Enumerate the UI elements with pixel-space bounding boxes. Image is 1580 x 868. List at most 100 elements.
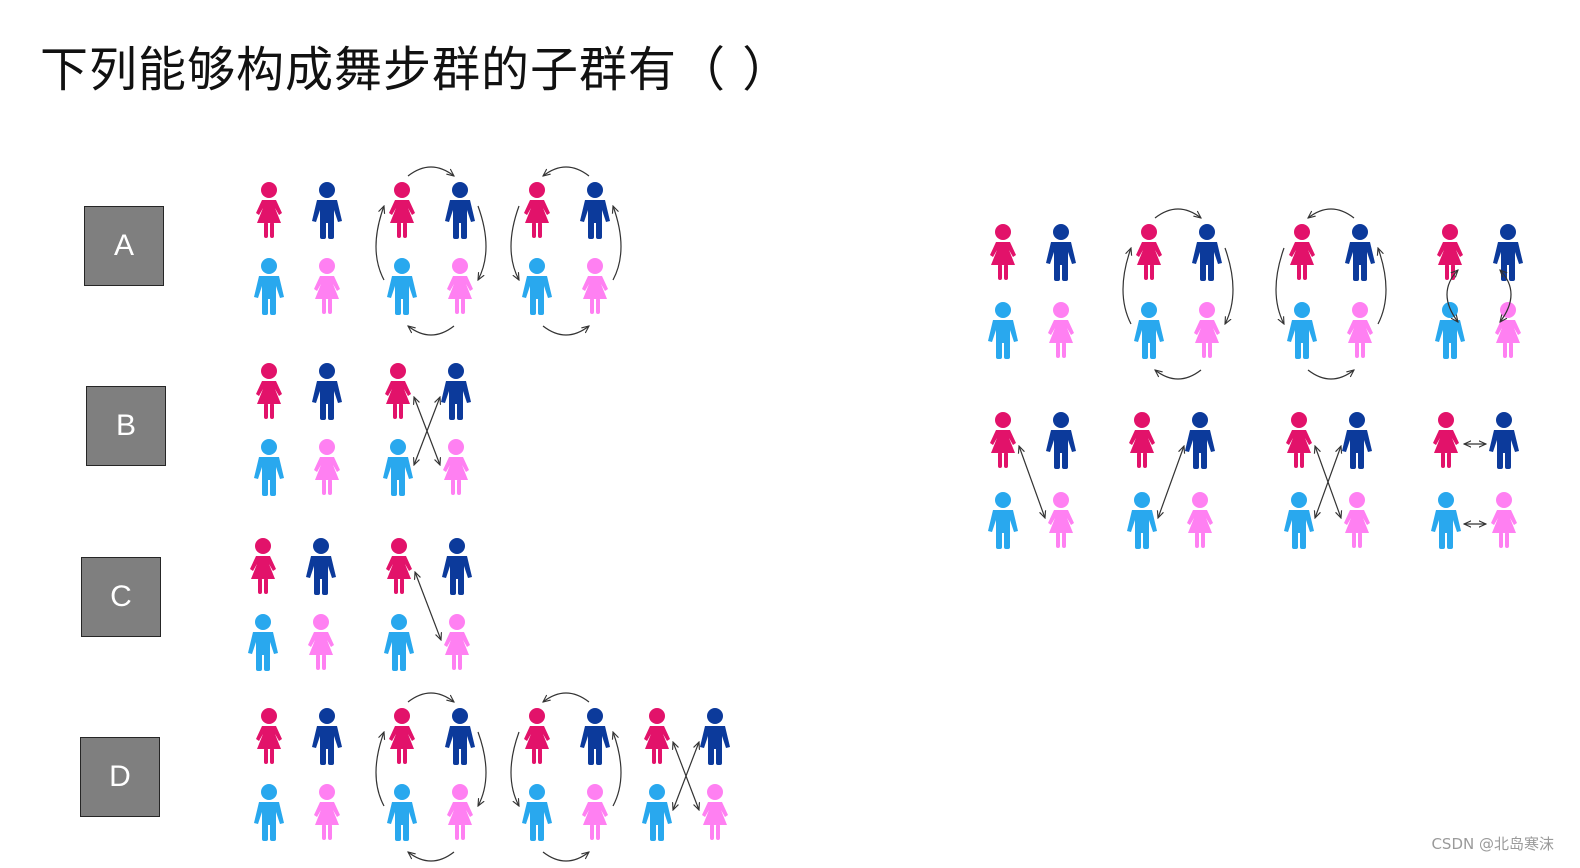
arrow-icon xyxy=(1378,248,1387,325)
arrow-icon xyxy=(414,397,440,465)
woman-pink-icon xyxy=(314,439,340,495)
man-lightblue-icon xyxy=(1127,492,1157,549)
arrow-icon xyxy=(415,572,441,640)
man-navy-icon xyxy=(1345,224,1375,281)
arrow-icon xyxy=(1225,247,1234,324)
arrow-icon xyxy=(1154,208,1201,218)
man-lightblue-icon xyxy=(387,784,417,841)
woman-pink-icon xyxy=(1347,302,1373,358)
woman-red-icon xyxy=(1433,412,1459,468)
arrow-icon xyxy=(1307,370,1354,380)
watermark: CSDN @北岛寒沫 xyxy=(1431,835,1554,853)
man-lightblue-icon xyxy=(254,784,284,841)
arrow-icon xyxy=(1155,370,1202,380)
woman-pink-icon xyxy=(314,784,340,840)
arrow-icon xyxy=(613,206,622,281)
man-navy-icon xyxy=(442,538,472,595)
option-b-button[interactable]: B xyxy=(86,386,166,466)
woman-pink-icon xyxy=(1048,492,1074,548)
arrow-icon xyxy=(375,206,384,281)
woman-pink-icon xyxy=(308,614,334,670)
arrow-icon xyxy=(510,731,519,806)
woman-red-icon xyxy=(389,182,415,238)
woman-pink-icon xyxy=(443,439,469,495)
woman-pink-icon xyxy=(1048,302,1074,358)
woman-red-icon xyxy=(990,412,1016,468)
man-navy-icon xyxy=(1342,412,1372,469)
man-navy-icon xyxy=(1046,412,1076,469)
arrow-icon xyxy=(1275,247,1284,324)
arrow-icon xyxy=(1315,446,1341,518)
arrow-icon xyxy=(510,205,519,280)
arrow-icon xyxy=(478,205,487,280)
woman-pink-icon xyxy=(444,614,470,670)
arrow-icon xyxy=(1019,446,1045,518)
man-lightblue-icon xyxy=(522,784,552,841)
arrow-icon xyxy=(673,742,699,810)
arrow-icon xyxy=(543,166,590,176)
man-navy-icon xyxy=(580,182,610,239)
man-lightblue-icon xyxy=(1287,302,1317,359)
woman-red-icon xyxy=(644,708,670,764)
man-lightblue-icon xyxy=(988,302,1018,359)
woman-red-icon xyxy=(256,182,282,238)
man-navy-icon xyxy=(1046,224,1076,281)
man-navy-icon xyxy=(1192,224,1222,281)
woman-pink-icon xyxy=(582,784,608,840)
woman-red-icon xyxy=(1129,412,1155,468)
woman-red-icon xyxy=(389,708,415,764)
man-navy-icon xyxy=(441,363,471,420)
man-lightblue-icon xyxy=(383,439,413,496)
woman-pink-icon xyxy=(447,258,473,314)
option-c-button[interactable]: C xyxy=(81,557,161,637)
man-lightblue-icon xyxy=(254,439,284,496)
woman-red-icon xyxy=(1437,224,1463,280)
arrow-icon xyxy=(613,732,622,807)
arrow-icon xyxy=(407,166,454,176)
man-lightblue-icon xyxy=(1435,302,1465,359)
woman-pink-icon xyxy=(447,784,473,840)
man-navy-icon xyxy=(312,182,342,239)
woman-red-icon xyxy=(1286,412,1312,468)
arrow-icon xyxy=(408,326,455,336)
man-navy-icon xyxy=(580,708,610,765)
woman-red-icon xyxy=(524,182,550,238)
man-navy-icon xyxy=(312,708,342,765)
arrow-icon xyxy=(407,692,454,702)
option-a-button[interactable]: A xyxy=(84,206,164,286)
option-d-button[interactable]: D xyxy=(80,737,160,817)
woman-pink-icon xyxy=(1194,302,1220,358)
arrow-icon xyxy=(1308,208,1355,218)
woman-pink-icon xyxy=(1344,492,1370,548)
man-navy-icon xyxy=(306,538,336,595)
woman-red-icon xyxy=(385,363,411,419)
woman-red-icon xyxy=(1136,224,1162,280)
arrow-icon xyxy=(1446,270,1458,322)
man-navy-icon xyxy=(1489,412,1519,469)
man-lightblue-icon xyxy=(1431,492,1461,549)
woman-red-icon xyxy=(250,538,276,594)
man-lightblue-icon xyxy=(254,258,284,315)
woman-pink-icon xyxy=(1187,492,1213,548)
man-lightblue-icon xyxy=(248,614,278,671)
man-navy-icon xyxy=(312,363,342,420)
man-navy-icon xyxy=(1185,412,1215,469)
arrow-icon xyxy=(1122,248,1131,325)
arrow-icon xyxy=(408,852,455,862)
arrow-icon xyxy=(543,692,590,702)
arrow-icon xyxy=(478,731,487,806)
man-lightblue-icon xyxy=(387,258,417,315)
man-lightblue-icon xyxy=(522,258,552,315)
woman-red-icon xyxy=(256,708,282,764)
woman-red-icon xyxy=(256,363,282,419)
arrow-icon xyxy=(1500,270,1512,322)
man-navy-icon xyxy=(1493,224,1523,281)
man-navy-icon xyxy=(700,708,730,765)
woman-red-icon xyxy=(1289,224,1315,280)
man-lightblue-icon xyxy=(1134,302,1164,359)
man-lightblue-icon xyxy=(988,492,1018,549)
arrow-icon xyxy=(1158,446,1184,518)
woman-red-icon xyxy=(386,538,412,594)
woman-pink-icon xyxy=(1495,302,1521,358)
